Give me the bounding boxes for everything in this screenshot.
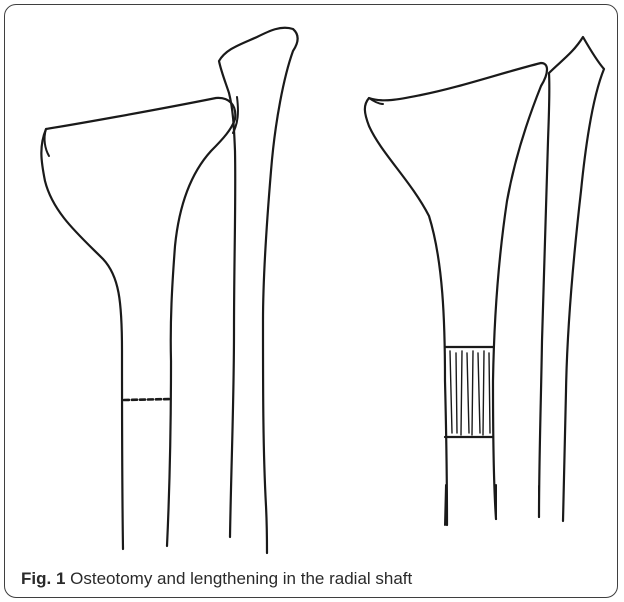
- osteotomy-line: [124, 399, 171, 400]
- figure-label: Fig. 1: [21, 569, 65, 588]
- figure-frame: Fig. 1 Osteotomy and lengthening in the …: [4, 4, 618, 598]
- figure-caption: Fig. 1 Osteotomy and lengthening in the …: [21, 569, 412, 589]
- right-ulna: [539, 37, 604, 521]
- figure-caption-text: Osteotomy and lengthening in the radial …: [70, 569, 412, 588]
- bone-drawing: [5, 5, 618, 598]
- right-radius: [365, 63, 547, 525]
- bone-graft: [445, 347, 493, 437]
- left-ulna: [219, 28, 298, 553]
- left-radius: [41, 98, 235, 549]
